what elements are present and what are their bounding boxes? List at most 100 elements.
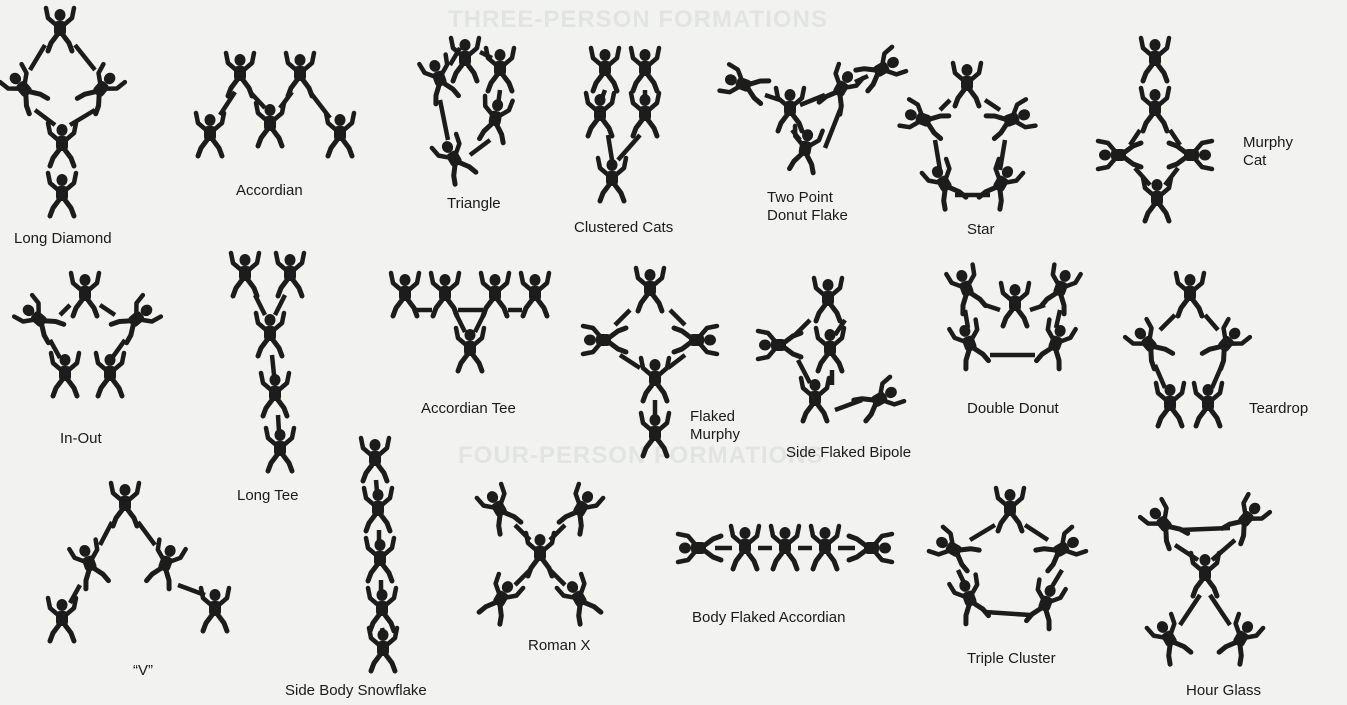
skydiver-icon	[1098, 141, 1141, 169]
skydiver-icon	[1217, 614, 1263, 665]
grip-link	[825, 110, 840, 148]
caption-side-flaked-bipole: Side Flaked Bipole	[786, 444, 911, 462]
skydiver-icon	[0, 64, 49, 115]
skydiver-icon	[1194, 383, 1222, 426]
skydiver-icon	[96, 353, 124, 396]
grip-link	[608, 135, 612, 160]
grip-link	[1025, 525, 1048, 540]
skydiver-icon	[631, 93, 659, 136]
skydiver-icon	[486, 48, 514, 91]
grip-link	[618, 135, 640, 160]
skydiver-icon	[111, 483, 139, 526]
skydiver-icon	[1147, 614, 1193, 665]
skydiver-icon	[586, 93, 614, 136]
grip-link	[1205, 315, 1218, 330]
skydiver-icon	[946, 265, 987, 315]
caption-teardrop: Teardrop	[1249, 400, 1308, 418]
skydiver-icon	[776, 88, 804, 131]
skydiver-icon	[226, 53, 254, 96]
caption-v: “V”	[133, 662, 153, 680]
grip-link	[1180, 595, 1200, 625]
skydiver-icon	[231, 253, 259, 296]
skydiver-icon	[996, 488, 1024, 531]
formation-roman-x	[477, 484, 603, 625]
grip-link	[35, 110, 55, 125]
skydiver-icon	[256, 103, 284, 146]
skydiver-icon	[481, 273, 509, 316]
skydiver-icon	[771, 526, 799, 569]
formation-double-donut	[946, 265, 1080, 370]
skydiver-icon	[71, 273, 99, 316]
grip-link	[138, 522, 155, 545]
grip-link	[620, 355, 640, 368]
skydiver-icon	[1156, 383, 1184, 426]
formation-star	[900, 63, 1036, 210]
caption-long-tee: Long Tee	[237, 487, 298, 505]
skydiver-icon	[678, 534, 721, 562]
grip-link	[1212, 540, 1235, 560]
skydiver-icon	[853, 377, 904, 423]
skydiver-icon	[69, 540, 110, 590]
skydiver-icon	[364, 488, 392, 531]
skydiver-icon	[801, 378, 829, 421]
skydiver-icon	[720, 64, 770, 105]
skydiver-icon	[598, 158, 626, 201]
grip-link	[30, 45, 45, 70]
formation-long-diamond	[0, 8, 125, 216]
skydiver-icon	[110, 295, 161, 344]
caption-roman-x: Roman X	[528, 637, 591, 655]
skydiver-icon	[521, 273, 549, 316]
formation-body-flaked-accordian	[678, 526, 892, 569]
grip-link	[670, 310, 685, 325]
skydiver-icon	[674, 326, 717, 354]
skydiver-icon	[1025, 580, 1066, 630]
caption-in-out: In-Out	[60, 430, 102, 448]
caption-accordian: Accordian	[236, 182, 303, 200]
formation-two-point-donut-flake	[720, 47, 907, 173]
formation-hour-glass	[1140, 494, 1270, 665]
formation-murphy-cat	[1098, 38, 1212, 221]
skydiver-icon	[811, 526, 839, 569]
grip-link	[970, 525, 995, 540]
skydiver-icon	[731, 526, 759, 569]
skydiver-icon	[1221, 494, 1270, 545]
formation-accordian-tee	[391, 273, 549, 371]
formation-long-tee	[231, 253, 304, 471]
caption-star: Star	[967, 221, 995, 239]
grip-link	[615, 310, 630, 325]
skydiver-icon	[48, 123, 76, 166]
skydiver-icon	[456, 328, 484, 371]
skydiver-icon	[76, 64, 125, 115]
caption-triple-cluster: Triple Cluster	[967, 650, 1056, 668]
skydiver-icon	[641, 413, 669, 456]
grip-link	[70, 110, 95, 125]
skydiver-icon	[1169, 141, 1212, 169]
skydiver-icon	[1125, 319, 1174, 370]
skydiver-icon	[1001, 283, 1029, 326]
skydiver-icon	[816, 328, 844, 371]
caption-murphy-cat: Murphy Cat	[1243, 134, 1293, 170]
skydiver-icon	[631, 48, 659, 91]
skydiver-icon	[326, 113, 354, 156]
caption-long-diamond: Long Diamond	[14, 230, 112, 248]
grip-link	[100, 522, 112, 545]
skydiver-icon	[48, 173, 76, 216]
skydiver-icon	[641, 358, 669, 401]
skydiver-icon	[1176, 273, 1204, 316]
skydiver-icon	[636, 268, 664, 311]
skydiver-icon	[432, 134, 478, 185]
skydiver-icon	[591, 48, 619, 91]
skydiver-icon	[949, 575, 990, 625]
skydiver-icon	[48, 598, 76, 641]
formation-clustered-cats	[586, 48, 659, 201]
grip-link	[75, 45, 95, 70]
caption-clustered-cats: Clustered Cats	[574, 219, 673, 237]
skydiver-icon	[1140, 499, 1189, 550]
skydiver-icon	[929, 527, 980, 573]
skydiver-icon	[368, 588, 396, 631]
skydiver-icon	[46, 8, 74, 51]
skydiver-icon	[1141, 88, 1169, 131]
grip-link	[272, 355, 274, 375]
formation-in-out	[14, 273, 161, 396]
